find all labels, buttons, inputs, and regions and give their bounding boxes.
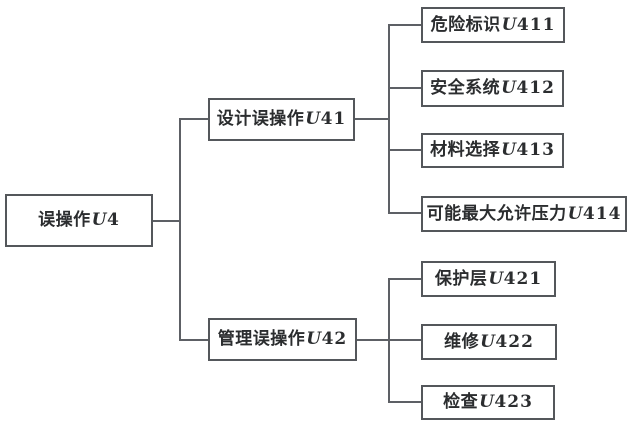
node-code-letter: U [567, 203, 583, 224]
node-label: 材料选择 [430, 140, 501, 160]
node-code-letter: U [501, 14, 517, 35]
node-code-number: 422 [495, 331, 534, 352]
node-code-number: 42 [321, 329, 348, 349]
node-label: 维修 [444, 331, 480, 352]
node-label: 危险标识 [430, 14, 501, 35]
node-code-number: 423 [494, 392, 533, 412]
node-code-letter: U [305, 109, 321, 129]
node-code-letter: U [306, 329, 322, 349]
node-code-number: 414 [582, 203, 622, 224]
node-label: 可能最大允许压力 [426, 203, 567, 224]
node-code-number: 413 [516, 140, 555, 160]
node-code-number: 412 [516, 78, 555, 98]
node-label: 检查 [443, 392, 479, 412]
node-label: 误操作 [38, 210, 91, 230]
node-code-letter: U [479, 392, 495, 412]
node-code-letter: U [91, 210, 107, 230]
node-code-letter: U [480, 331, 496, 352]
node-code-letter: U [501, 78, 517, 98]
node-label: 管理误操作 [217, 329, 306, 349]
node-code-number: 411 [516, 14, 556, 35]
node-code-letter: U [488, 268, 504, 289]
node-code-number: 4 [106, 210, 120, 230]
node-label: 安全系统 [430, 78, 501, 98]
node-label: 设计误操作 [216, 109, 305, 129]
node-label: 保护层 [434, 268, 488, 289]
node-code-number: 421 [503, 268, 543, 289]
node-code-number: 41 [320, 109, 347, 129]
node-code-letter: U [501, 140, 517, 160]
